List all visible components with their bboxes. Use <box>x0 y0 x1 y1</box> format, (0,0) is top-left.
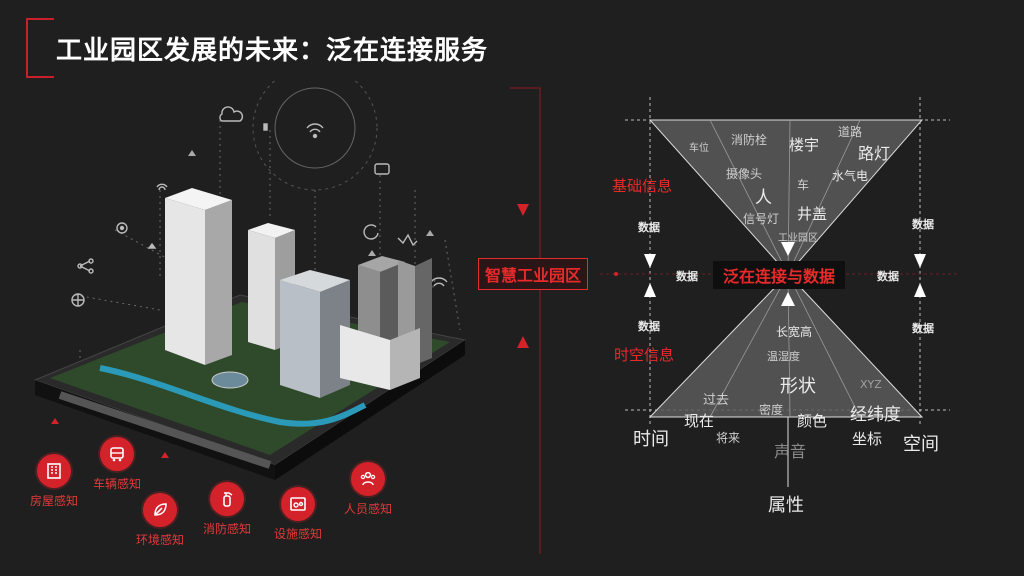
sensor-label: 人员感知 <box>344 502 393 516</box>
term: 车 <box>797 178 810 192</box>
term: 现在 <box>684 412 715 430</box>
hub-label: 智慧工业园区 <box>478 258 589 290</box>
term: 工业园区 <box>778 233 818 244</box>
hourglass-diagram <box>600 97 960 487</box>
term: 经纬度 <box>850 405 901 425</box>
sensor-label: 消防感知 <box>203 522 252 536</box>
term: 坐标 <box>852 430 883 448</box>
data-label: 数据 <box>912 218 934 231</box>
sensor-label: 车辆感知 <box>93 477 142 491</box>
sensor-people: 人员感知 <box>344 462 392 517</box>
sensor-label: 房屋感知 <box>30 494 79 508</box>
term: 颜色 <box>797 412 828 430</box>
sensor-fire: 消防感知 <box>203 482 251 537</box>
term: 温湿度 <box>767 350 800 363</box>
term: 将来 <box>716 431 741 445</box>
sensor-environment: 环境感知 <box>136 493 184 548</box>
sensor-label: 环境感知 <box>136 533 185 547</box>
term: 消防栓 <box>731 133 768 147</box>
data-label: 数据 <box>676 270 698 283</box>
center-label: 泛在连接与数据 <box>713 261 846 289</box>
space-label: 空间 <box>903 434 939 455</box>
term: 密度 <box>759 403 784 417</box>
fire-extinguisher-icon <box>210 482 244 516</box>
building-icon <box>37 454 71 488</box>
term: 水气电 <box>832 169 869 183</box>
basic-info-label: 基础信息 <box>612 177 673 195</box>
page-title: 工业园区发展的未来：泛在连接服务 <box>56 36 489 66</box>
data-label: 数据 <box>638 221 660 234</box>
sensor-vehicle: 车辆感知 <box>93 437 141 492</box>
sensor-facility: 设施感知 <box>274 487 322 542</box>
term: 人 <box>755 188 772 208</box>
people-icon <box>351 462 385 496</box>
bus-icon <box>100 437 134 471</box>
term: XYZ <box>860 378 882 391</box>
term: 楼宇 <box>789 136 820 154</box>
industrial-park-illustration <box>33 80 467 480</box>
term: 井盖 <box>797 205 828 223</box>
term: 摄像头 <box>726 167 763 181</box>
term: 信号灯 <box>743 212 780 226</box>
term: 道路 <box>838 125 863 139</box>
spatiotemporal-info-label: 时空信息 <box>614 346 675 364</box>
leaf-icon <box>143 493 177 527</box>
data-label: 数据 <box>638 320 660 333</box>
term: 声音 <box>774 442 807 461</box>
middle-divider <box>510 87 541 554</box>
data-label: 数据 <box>912 322 934 335</box>
data-label: 数据 <box>877 270 899 283</box>
facility-icon <box>281 487 315 521</box>
term: 过去 <box>703 393 730 408</box>
term: 形状 <box>780 376 816 397</box>
sensor-building: 房屋感知 <box>30 454 78 509</box>
attribute-label: 属性 <box>768 495 804 516</box>
time-label: 时间 <box>633 429 669 450</box>
term: 长宽高 <box>776 325 813 339</box>
title-bracket <box>26 18 54 78</box>
term: 路灯 <box>858 144 891 163</box>
term: 车位 <box>689 143 709 154</box>
sensor-label: 设施感知 <box>274 527 323 541</box>
